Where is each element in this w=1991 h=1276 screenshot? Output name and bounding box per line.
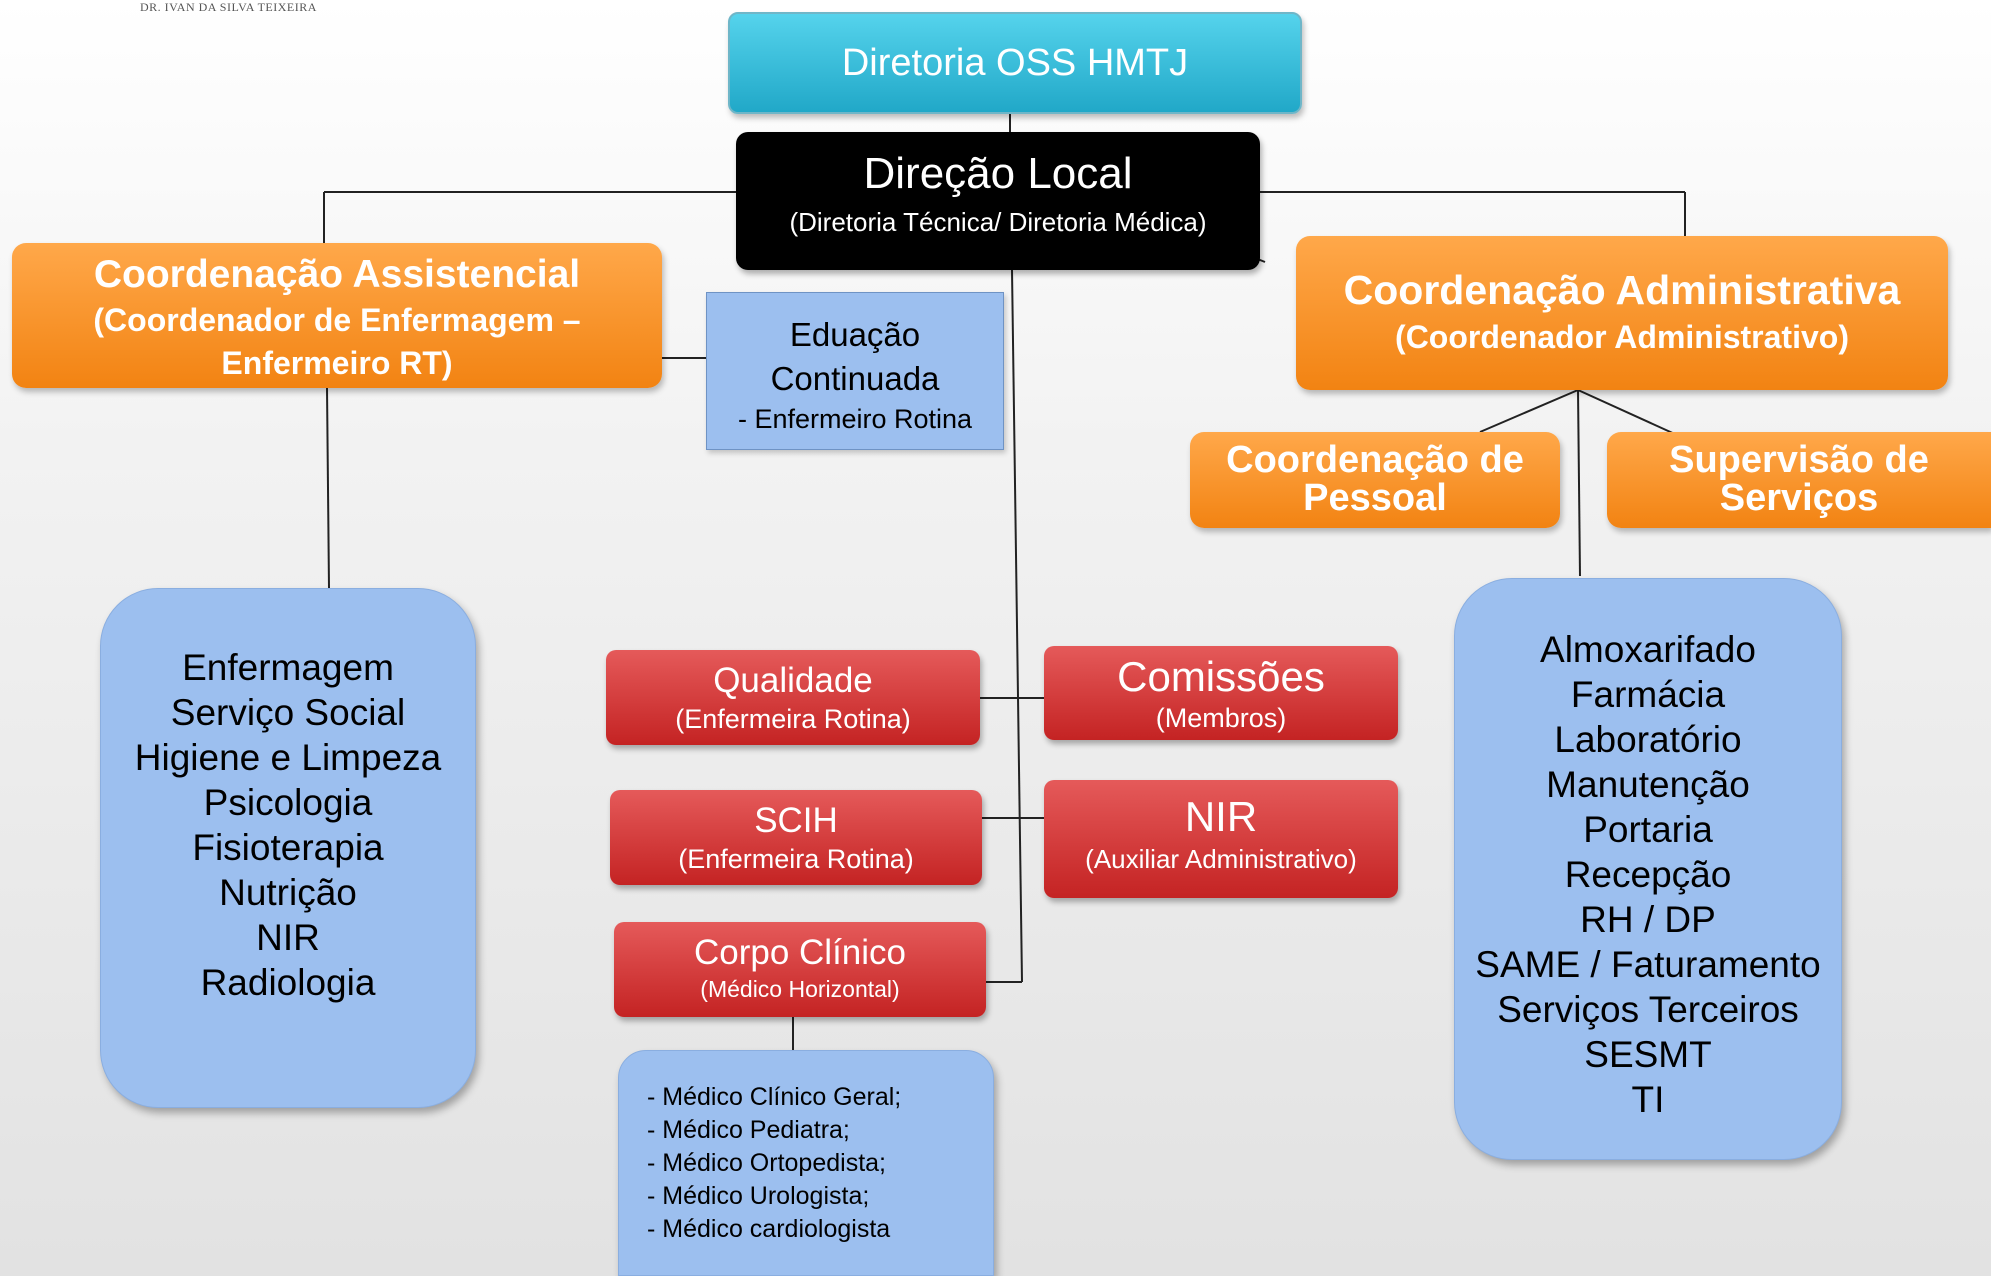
qualidade-box: Qualidade (Enfermeira Rotina) xyxy=(606,650,980,745)
diretoria-oss-box: Diretoria OSS HMTJ xyxy=(728,12,1302,114)
medico-item: - Médico Clínico Geral; xyxy=(647,1083,902,1111)
medico-item: - Médico Urologista; xyxy=(647,1182,870,1210)
assistencial-services-list: Enfermagem Serviço Social Higiene e Limp… xyxy=(100,588,476,1108)
header-subtitle: DR. IVAN DA SILVA TEIXEIRA xyxy=(140,0,317,14)
scih-subtitle: (Enfermeira Rotina) xyxy=(678,844,914,874)
coordenacao-pessoal-box: Coordenação de Pessoal xyxy=(1190,432,1560,528)
admin-item: Serviços Terceiros xyxy=(1497,989,1799,1030)
assistencial-line3: Enfermeiro RT) xyxy=(221,345,453,381)
comissoes-subtitle: (Membros) xyxy=(1155,703,1287,733)
medico-item: - Médico Ortopedista; xyxy=(647,1149,886,1177)
admin-item: SESMT xyxy=(1584,1034,1712,1075)
admin-item: Portaria xyxy=(1583,809,1713,850)
educacao-continuada-box: Eduação Continuada - Enfermeiro Rotina xyxy=(706,292,1004,450)
corpo-title: Corpo Clínico xyxy=(693,933,907,972)
assistencial-line1: Coordenação Assistencial xyxy=(93,253,581,296)
supervisao-line1: Supervisão de xyxy=(1669,439,1929,481)
medico-item: - Médico Pediatra; xyxy=(647,1116,850,1144)
admin-item: TI xyxy=(1631,1079,1665,1120)
supervisao-line2: Serviços xyxy=(1719,477,1879,519)
nir-title: NIR xyxy=(1184,793,1258,840)
coordenacao-assistencial-box: Coordenação Assistencial (Coordenador de… xyxy=(12,243,662,388)
diretoria-oss-title: Diretoria OSS HMTJ xyxy=(841,41,1189,84)
scih-title: SCIH xyxy=(754,801,838,840)
administrativa-line1: Coordenação Administrativa xyxy=(1343,267,1901,313)
admin-item: Laboratório xyxy=(1554,719,1742,760)
assistencial-item: Serviço Social xyxy=(170,692,406,733)
assistencial-item: Nutrição xyxy=(219,872,357,913)
scih-box: SCIH (Enfermeira Rotina) xyxy=(610,790,982,885)
comissoes-box: Comissões (Membros) xyxy=(1044,646,1398,740)
corpo-clinico-box: Corpo Clínico (Médico Horizontal) xyxy=(614,922,986,1017)
assistencial-item: Fisioterapia xyxy=(192,827,384,868)
educacao-line1: Eduação xyxy=(789,316,921,353)
direcao-local-subtitle: (Diretoria Técnica/ Diretoria Médica) xyxy=(789,207,1207,237)
medicos-list: - Médico Clínico Geral; - Médico Pediatr… xyxy=(618,1050,994,1276)
qualidade-title: Qualidade xyxy=(713,661,873,700)
admin-item: RH / DP xyxy=(1580,899,1716,940)
assistencial-item: Higiene e Limpeza xyxy=(134,737,442,778)
administrativa-line2: (Coordenador Administrativo) xyxy=(1395,319,1849,355)
administrative-services-list: Almoxarifado Farmácia Laboratório Manute… xyxy=(1454,578,1842,1160)
educacao-line3: - Enfermeiro Rotina xyxy=(737,404,973,434)
medico-item: - Médico cardiologista xyxy=(647,1215,891,1243)
admin-item: SAME / Faturamento xyxy=(1475,944,1821,985)
assistencial-item: NIR xyxy=(256,917,320,958)
pessoal-line2: Pessoal xyxy=(1303,477,1447,519)
supervisao-servicos-box: Supervisão de Serviços xyxy=(1607,432,1991,528)
corpo-subtitle: (Médico Horizontal) xyxy=(700,976,900,1002)
admin-item: Recepção xyxy=(1564,854,1732,895)
nir-subtitle: (Auxiliar Administrativo) xyxy=(1085,844,1357,874)
admin-item: Almoxarifado xyxy=(1540,629,1756,670)
assistencial-item: Enfermagem xyxy=(182,647,394,688)
direcao-local-title: Direção Local xyxy=(863,149,1133,198)
direcao-local-box: Direção Local (Diretoria Técnica/ Direto… xyxy=(736,132,1260,270)
admin-item: Manutenção xyxy=(1546,764,1750,805)
nir-box: NIR (Auxiliar Administrativo) xyxy=(1044,780,1398,898)
comissoes-title: Comissões xyxy=(1117,653,1325,700)
admin-item: Farmácia xyxy=(1570,674,1726,715)
coordenacao-administrativa-box: Coordenação Administrativa (Coordenador … xyxy=(1296,236,1948,390)
assistencial-line2: (Coordenador de Enfermagem – xyxy=(93,302,581,338)
educacao-line2: Continuada xyxy=(770,360,940,397)
assistencial-item: Radiologia xyxy=(200,962,376,1003)
pessoal-line1: Coordenação de xyxy=(1226,439,1524,481)
assistencial-item: Psicologia xyxy=(203,782,373,823)
qualidade-subtitle: (Enfermeira Rotina) xyxy=(675,704,911,734)
